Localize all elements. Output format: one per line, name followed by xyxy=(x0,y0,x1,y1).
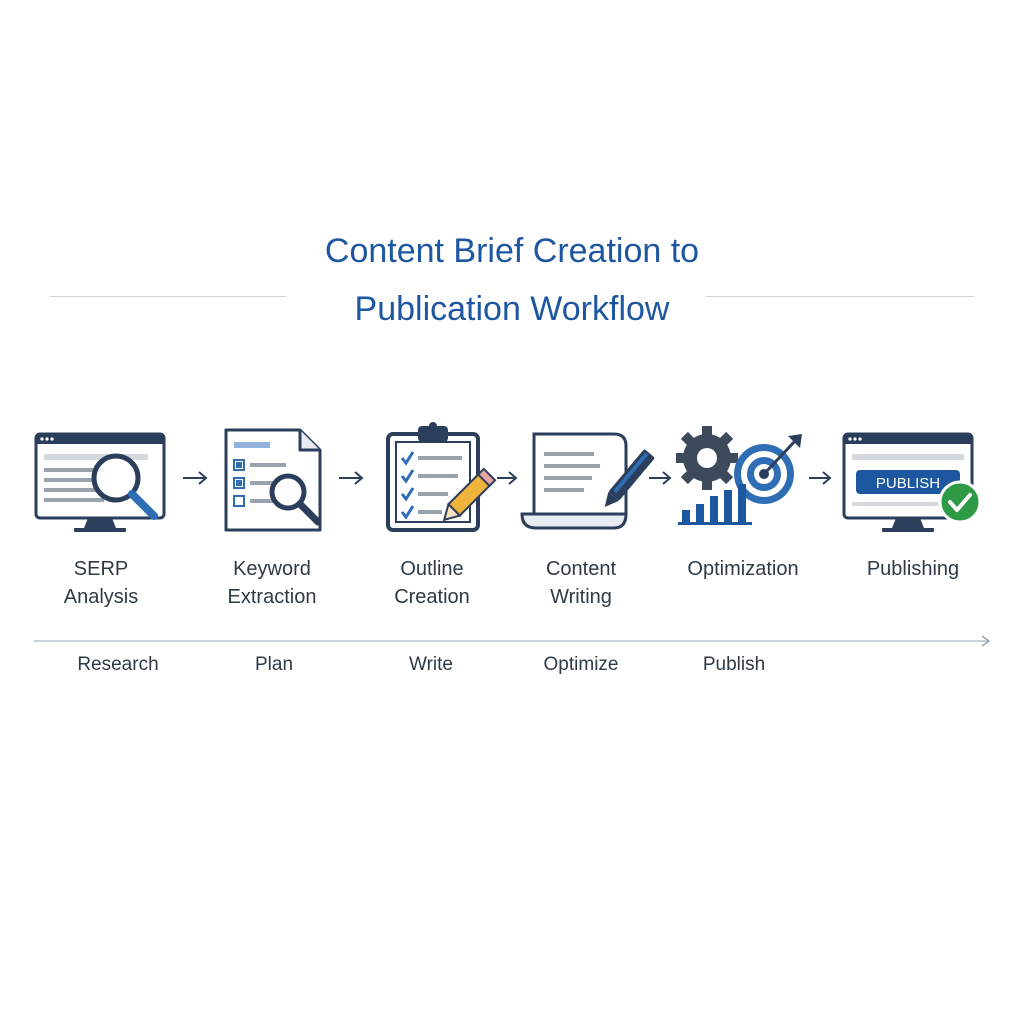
step-label-publishing: Publishing xyxy=(833,555,993,583)
arrow-icon-1 xyxy=(183,471,208,485)
diagram-title: Content Brief Creation to Publication Wo… xyxy=(0,222,1024,338)
title-line-2: Publication Workflow xyxy=(354,290,670,328)
check-badge-icon xyxy=(938,480,982,524)
step-label-line: Creation xyxy=(394,586,470,608)
step-label-line: Analysis xyxy=(63,586,139,608)
step-label-line: Content xyxy=(545,558,617,580)
title-line-1: Content Brief Creation to xyxy=(324,232,700,270)
step-label-content-writing: Content Writing xyxy=(501,555,661,611)
clipboard-checklist-icon xyxy=(386,422,497,532)
title-rule-right xyxy=(706,296,974,297)
monitor-publish-icon: PUBLISH xyxy=(842,432,982,532)
document-magnifier-icon xyxy=(224,428,322,532)
gear-icon xyxy=(676,426,738,490)
step-label-line: Writing xyxy=(550,586,612,608)
step-label-line: Publishing xyxy=(866,558,960,580)
phase-write: Write xyxy=(409,654,453,675)
step-label-keyword-extraction: Keyword Extraction xyxy=(192,555,352,611)
bar-chart-icon xyxy=(678,484,752,525)
phase-optimize: Optimize xyxy=(543,654,619,675)
step-label-optimization: Optimization xyxy=(663,555,823,583)
arrow-icon-2 xyxy=(339,471,364,485)
step-label-line: Extraction xyxy=(227,586,317,608)
paper-pencil-icon xyxy=(520,432,655,530)
title-rule-left xyxy=(50,296,286,297)
arrow-icon-4 xyxy=(649,471,672,485)
publish-button-label: PUBLISH xyxy=(876,475,940,492)
arrow-icon-5 xyxy=(809,471,832,485)
phase-publish: Publish xyxy=(702,654,766,675)
monitor-magnifier-icon xyxy=(34,432,166,532)
arrow-icon-3 xyxy=(497,471,518,485)
timeline-arrow xyxy=(34,635,991,647)
phase-research: Research xyxy=(77,654,159,675)
phase-plan: Plan xyxy=(254,654,294,675)
step-label-serp-analysis: SERP Analysis xyxy=(21,555,181,611)
step-label-line: Outline xyxy=(400,558,464,580)
gear-target-chart-icon xyxy=(676,426,802,525)
step-label-outline-creation: Outline Creation xyxy=(352,555,512,611)
step-label-line: SERP xyxy=(73,558,129,580)
step-label-line: Keyword xyxy=(233,558,311,580)
step-label-line: Optimization xyxy=(687,558,799,580)
target-icon xyxy=(734,434,802,504)
publish-button xyxy=(856,470,960,494)
